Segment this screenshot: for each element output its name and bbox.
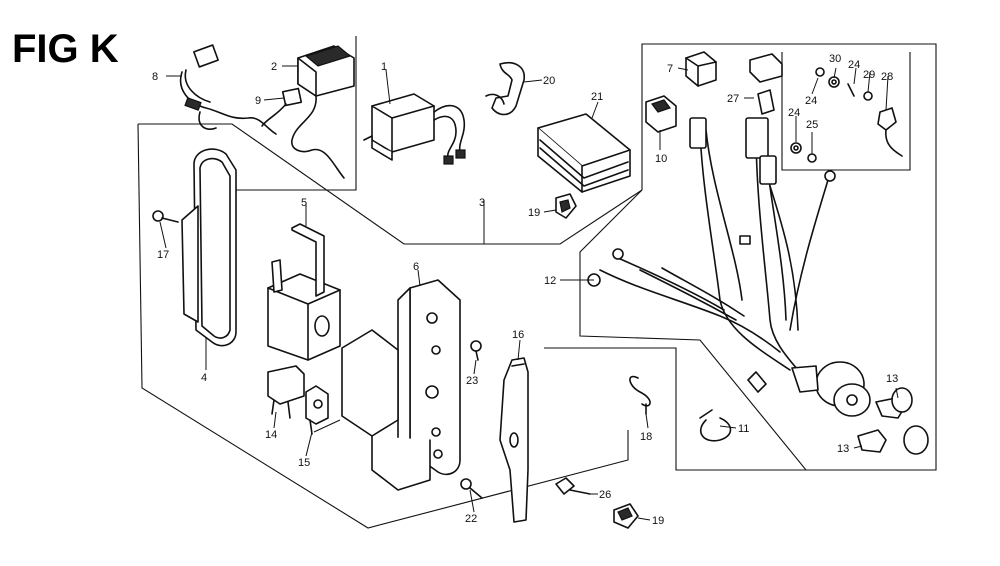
part-18-band (629, 375, 651, 415)
part-26-bolt (555, 477, 591, 495)
harness-group-frame (579, 43, 937, 471)
callout-30: 30 (829, 53, 841, 65)
callout-13-upper: 13 (886, 373, 898, 385)
part-16-plate (499, 357, 529, 523)
part-14-switch (267, 365, 305, 419)
assembly-frames (137, 36, 937, 529)
part-11-clamp (699, 409, 732, 442)
part-23-screw (470, 340, 482, 361)
part-2-regulator (291, 45, 355, 179)
callout-11: 11 (738, 423, 749, 435)
callout-8: 8 (152, 71, 158, 83)
part-1-cdi-unit (363, 93, 466, 165)
accessory-group-frame (544, 347, 806, 471)
part-5-bracket (267, 223, 341, 361)
cdi-group-frame (232, 36, 357, 191)
callout-3: 3 (479, 197, 485, 209)
callout-26: 26 (599, 489, 611, 501)
part-19-clamp-lower (613, 503, 639, 529)
callout-10: 10 (655, 153, 667, 165)
callout-24-c: 24 (788, 107, 800, 119)
callout-20: 20 (543, 75, 555, 87)
callout-12: 12 (544, 275, 556, 287)
callout-7: 7 (667, 63, 673, 75)
callout-21: 21 (591, 91, 603, 103)
part-21-pad (537, 113, 631, 193)
callout-6: 6 (413, 261, 419, 273)
callout-4: 4 (201, 372, 207, 384)
part-12-wire-harness (587, 117, 836, 393)
figure-title: FIG K (12, 27, 119, 71)
callout-25: 25 (806, 119, 818, 131)
callout-24-a: 24 (805, 95, 817, 107)
part-19-clamp-upper (555, 193, 577, 219)
part-20-clip (485, 62, 525, 116)
ignition-switch (791, 361, 871, 417)
part-7-relay (685, 51, 717, 87)
callout-22: 22 (465, 513, 477, 525)
callout-15: 15 (298, 457, 310, 469)
part-17-screw (152, 210, 179, 223)
callout-13-lower: 13 (837, 443, 849, 455)
callout-2: 2 (271, 61, 277, 73)
callout-16: 16 (512, 329, 524, 341)
callout-28: 28 (881, 71, 893, 83)
callout-24-b: 24 (848, 59, 860, 71)
callout-18: 18 (640, 431, 652, 443)
callout-1: 1 (381, 61, 387, 73)
small-hardware (790, 67, 903, 163)
callout-9: 9 (255, 95, 261, 107)
callout-27: 27 (727, 93, 739, 105)
callout-29: 29 (863, 69, 875, 81)
part-10-connector-block (645, 95, 677, 133)
callout-19-lower: 19 (652, 515, 664, 527)
part-4-panel-cover (181, 148, 237, 347)
callout-5: 5 (301, 197, 307, 209)
part-27-fuse-holder (749, 53, 783, 115)
callout-labels: 8 2 9 1 20 21 19 3 4 17 5 6 23 16 22 14 … (152, 53, 898, 527)
callout-17: 17 (157, 249, 169, 261)
switch-group-frame (781, 52, 911, 171)
part-9-connector (261, 87, 303, 127)
callout-23: 23 (466, 375, 478, 387)
leader-lines (159, 65, 899, 521)
part-22-screw (460, 478, 483, 499)
part-6-control-panel (341, 279, 461, 491)
part-15-breaker (305, 385, 329, 435)
part-8-wire-connector (179, 44, 277, 135)
callout-19-upper: 19 (528, 207, 540, 219)
callout-14: 14 (265, 429, 277, 441)
